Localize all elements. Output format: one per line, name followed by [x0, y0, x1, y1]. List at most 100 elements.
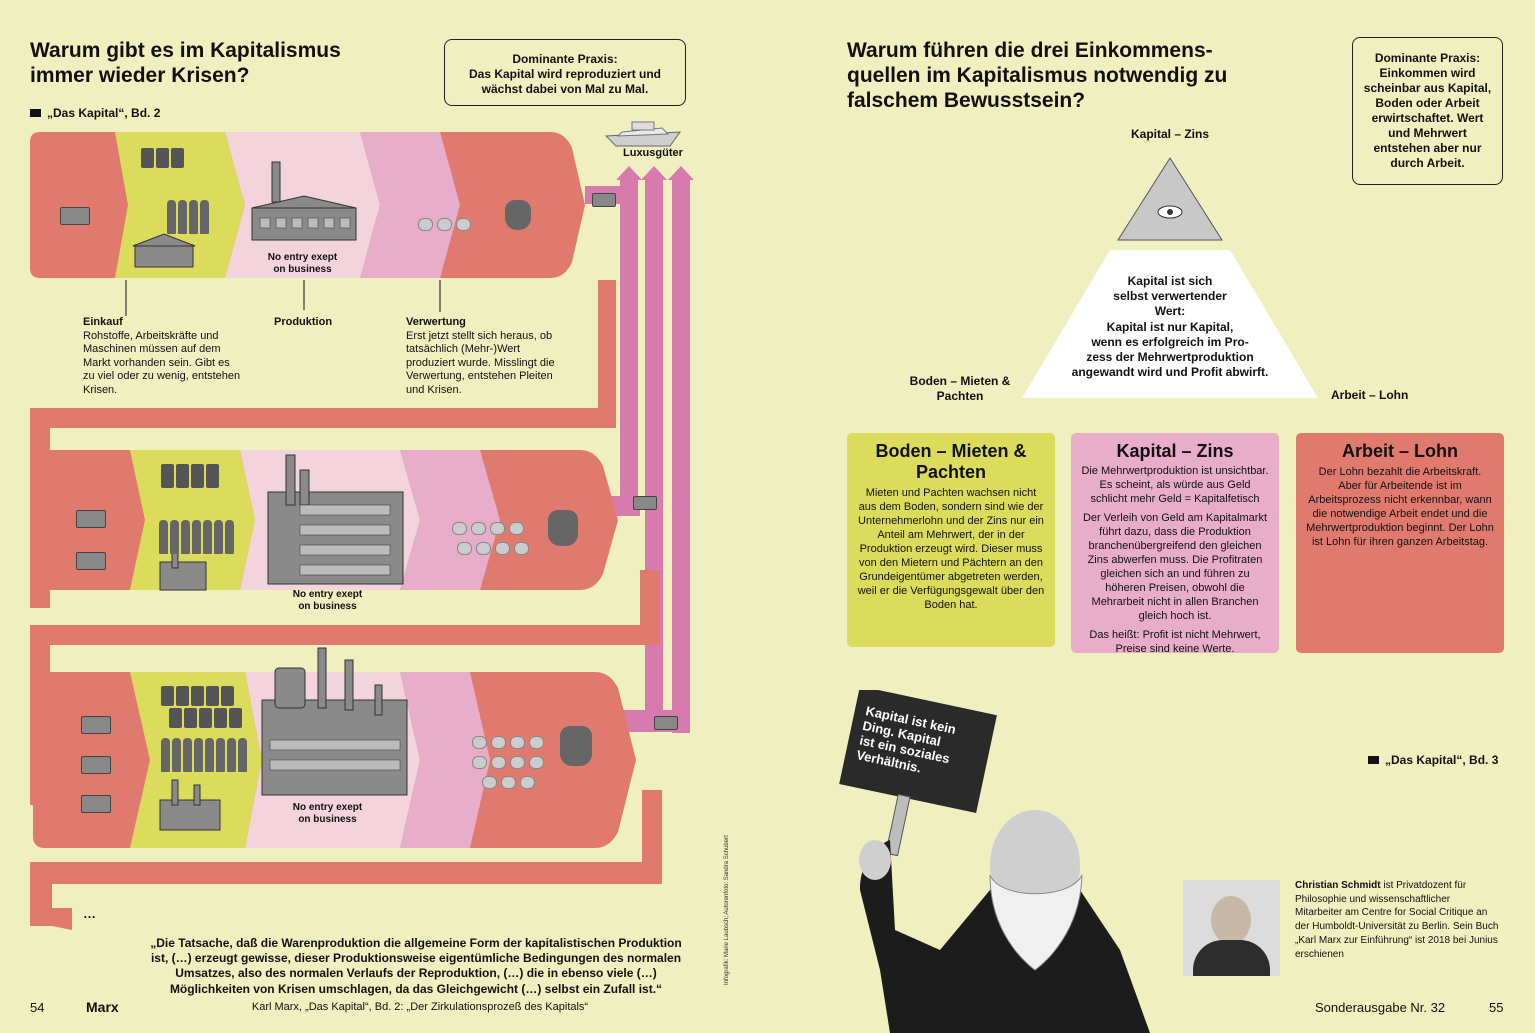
author-bio: Christian Schmidt ist Privatdozent für P…	[1295, 879, 1500, 961]
money-icon	[76, 552, 106, 575]
card-text: Die Mehrwertproduktion ist unsichtbar. E…	[1081, 465, 1269, 505]
card-arbeit: Arbeit – Lohn Der Lohn bezahlt die Arbei…	[1296, 433, 1504, 653]
author-name: Christian Schmidt	[1295, 880, 1381, 891]
card-title: Arbeit – Lohn	[1342, 441, 1458, 461]
stage-head: Verwertung	[406, 316, 466, 328]
no-entry-label: No entry exept on business	[275, 802, 380, 826]
magazine-name: Marx	[86, 999, 119, 1015]
stage-head: Einkauf	[83, 316, 123, 328]
card-text: Das heißt: Profit ist nicht Mehrwert, Pr…	[1089, 629, 1261, 655]
no-entry-line1: No entry exept	[292, 589, 363, 600]
right-title-line1: Warum führen die drei Einkommens-	[847, 39, 1213, 62]
money-bag-icon	[505, 200, 531, 235]
money-icon	[81, 716, 111, 739]
marx-illustration	[839, 690, 1150, 1033]
protest-sign	[839, 690, 997, 814]
left-page-number: 54	[30, 1000, 45, 1015]
card-boden: Boden – Mieten & Pachten Mieten und Pach…	[847, 433, 1055, 647]
stage-verwertung: Verwertung Erst jetzt stellt sich heraus…	[406, 316, 571, 397]
continuation-ellipsis: …	[83, 906, 96, 921]
author-bio-text: ist Privatdozent für Philosophie und wis…	[1295, 880, 1499, 960]
left-title: Warum gibt es im Kapitalismus immer wied…	[30, 39, 341, 87]
no-entry-line2: on business	[298, 814, 357, 825]
money-bag-icon	[560, 726, 592, 771]
duck-icon	[470, 736, 546, 754]
quote-source: Karl Marx, „Das Kapital“, Bd. 2: „Der Zi…	[251, 1001, 589, 1013]
duck-icon	[450, 522, 526, 540]
money-icon	[592, 193, 616, 212]
yacht-icon	[604, 121, 682, 147]
money-icon	[76, 510, 106, 533]
no-entry-line2: on business	[273, 264, 332, 275]
barrels-icon	[168, 708, 243, 733]
pyr-line: Wert:	[1154, 304, 1186, 319]
no-entry-label: No entry exept on business	[250, 252, 355, 276]
card-title: Boden – Mieten & Pachten	[875, 441, 1027, 482]
right-title-line2: quellen im Kapitalismus notwendig zu	[847, 64, 1228, 87]
card-kapital: Kapital – Zins Die Mehrwertproduktion is…	[1071, 433, 1279, 655]
workers-icon	[158, 520, 235, 559]
pyr-line: wenn es erfolgreich im Pro-	[1091, 334, 1249, 349]
money-icon	[633, 496, 657, 515]
issue-label: Sonderausgabe Nr. 32	[1315, 1000, 1446, 1015]
right-title: Warum führen die drei Einkommens- quelle…	[847, 38, 1247, 113]
pyramid	[1022, 157, 1318, 398]
duck-icon	[470, 756, 546, 774]
left-praxis-box: Dominante Praxis: Das Kapital wird repro…	[444, 39, 686, 106]
marx-quote: „Die Tatsache, daß die Warenproduktion d…	[150, 936, 682, 996]
barrels-icon	[160, 686, 235, 711]
card-text: Mieten und Pachten wachsen nicht aus dem…	[857, 487, 1045, 611]
duck-icon	[416, 218, 473, 236]
workers-icon	[166, 200, 210, 239]
pyr-line: angewandt wird und Profit abwirft.	[1071, 365, 1269, 380]
pyramid-right-label: Arbeit – Lohn	[1331, 388, 1409, 402]
praxis-text: Das Kapital wird reproduziert und wächst…	[468, 67, 662, 96]
duck-icon	[455, 542, 531, 560]
right-page-number: 55	[1489, 1000, 1504, 1015]
pyr-line: selbst verwertender	[1113, 289, 1227, 304]
no-entry-line1: No entry exept	[292, 802, 363, 813]
money-bag-icon	[548, 510, 578, 551]
luxury-label: Luxusgüter	[623, 147, 683, 159]
all-seeing-eye-icon	[1117, 157, 1223, 241]
praxis-head: Dominante Praxis:	[512, 52, 618, 66]
card-text: Der Verleih von Geld am Kapitalmarkt füh…	[1082, 512, 1268, 622]
pyr-line: Kapital ist nur Kapital,	[1106, 319, 1234, 334]
money-icon	[81, 756, 111, 779]
barrels-icon	[140, 148, 185, 173]
stage-produktion: Produktion	[274, 316, 333, 328]
money-icon	[60, 207, 90, 230]
left-ref-text: „Das Kapital“, Bd. 2	[47, 106, 161, 120]
praxis-head: Dominante Praxis:	[1374, 51, 1481, 65]
praxis-text: Einkommen wird scheinbar aus Kapital, Bo…	[1363, 66, 1492, 170]
right-praxis-box: Dominante Praxis: Einkommen wird scheinb…	[1352, 37, 1503, 185]
right-ref-text: „Das Kapital“, Bd. 3	[1385, 753, 1499, 767]
card-text: Der Lohn bezahlt die Arbeitskraft. Aber …	[1306, 466, 1494, 548]
stage-text: Rohstoffe, Arbeitskräfte und Maschinen m…	[83, 329, 241, 396]
left-reference: „Das Kapital“, Bd. 2	[30, 106, 160, 120]
duck-icon	[480, 776, 537, 794]
pyr-line: Kapital ist sich	[1127, 274, 1213, 288]
barrels-icon	[160, 464, 220, 493]
workers-icon	[160, 738, 248, 777]
book-icon	[1368, 756, 1379, 764]
no-entry-line2: on business	[298, 601, 357, 612]
author-photo	[1183, 880, 1280, 976]
right-reference: „Das Kapital“, Bd. 3	[1368, 753, 1498, 767]
book-icon	[30, 109, 41, 117]
stage-text: Erst jetzt stellt sich heraus, ob tatsäc…	[406, 329, 555, 396]
image-credit: Infografik: Marie Laubsch; Autorenfoto: …	[724, 835, 730, 985]
pyramid-top-label: Kapital – Zins	[1130, 127, 1210, 141]
luxury-pipe-3	[672, 178, 690, 733]
stage-einkauf: Einkauf Rohstoffe, Arbeitskräfte und Mas…	[83, 316, 243, 397]
money-icon	[654, 716, 678, 735]
money-icon	[81, 795, 111, 818]
luxury-pipe-1	[620, 178, 638, 513]
pyr-line: zess der Mehrwertproduktion	[1086, 350, 1254, 365]
pyramid-left-label: Boden – Mieten & Pachten	[909, 374, 1011, 403]
no-entry-line1: No entry exept	[267, 252, 338, 263]
right-title-line3: falschem Bewusstsein?	[847, 89, 1086, 112]
pyramid-text: Kapital ist sich selbst verwertender Wer…	[1060, 274, 1280, 380]
reproduction-flow	[30, 132, 694, 930]
no-entry-label: No entry exept on business	[275, 589, 380, 613]
